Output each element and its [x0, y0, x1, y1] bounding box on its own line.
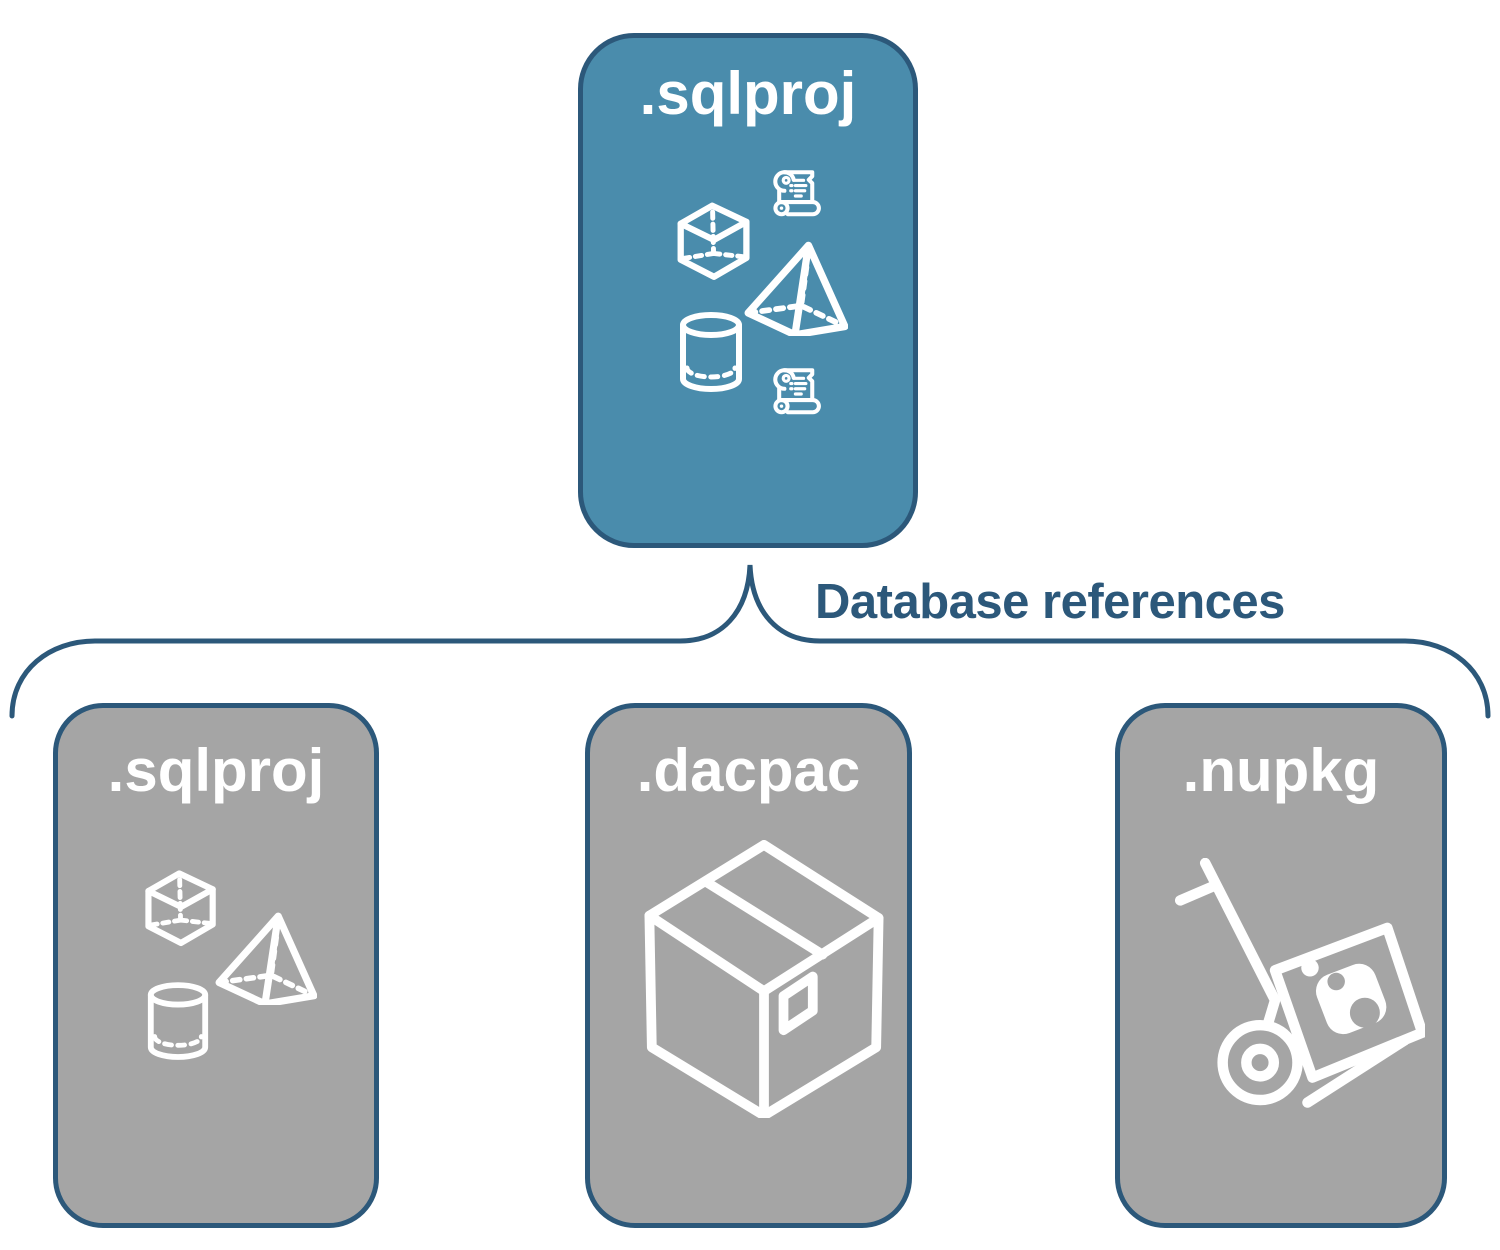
node-child-sqlproj: .sqlproj — [53, 703, 379, 1228]
node-root-sqlproj: .sqlproj — [578, 33, 918, 548]
package-box-icon — [642, 840, 886, 1118]
node-child-nupkg: .nupkg — [1115, 703, 1447, 1228]
node-title: .sqlproj — [107, 737, 325, 804]
connector-label: Database references — [815, 575, 1285, 629]
cylinder-icon — [144, 982, 212, 1064]
node-child-dacpac: .dacpac — [585, 703, 912, 1228]
node-title: .dacpac — [636, 737, 861, 804]
node-title: .nupkg — [1182, 737, 1380, 804]
node-title: .sqlproj — [639, 60, 857, 127]
nuget-hand-truck-icon — [1175, 858, 1425, 1120]
pyramid-icon — [215, 911, 317, 1005]
cube-icon — [137, 862, 225, 950]
